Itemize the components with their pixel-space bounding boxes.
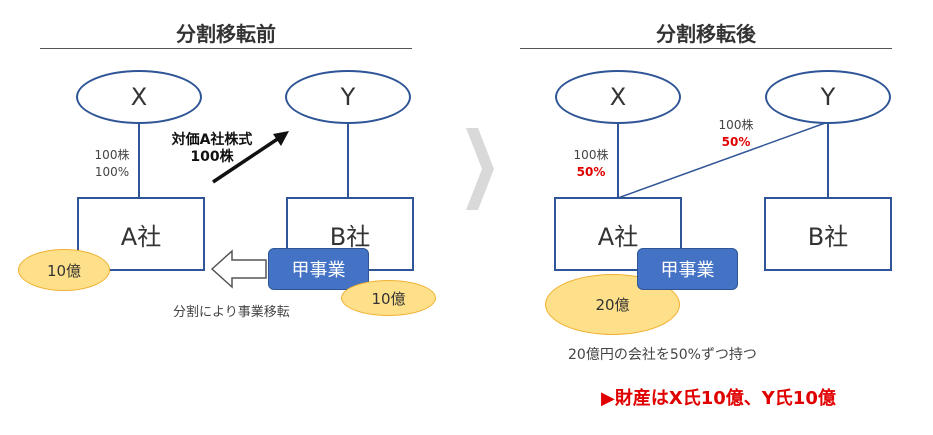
transfer-caption: 分割により事業移転 [173,305,290,320]
before-company-b-label: B社 [329,222,371,251]
before-company-a-asset-label: 10億 [46,261,82,280]
business-transfer-arrow [210,249,267,289]
after-summary: ▶財産はX氏10億、Y氏10億 [601,388,836,409]
before-shareholder-x: X [76,70,202,124]
transition-chevron-shape [466,128,494,210]
after-shareholder-x-label: X [609,83,627,111]
before-company-a-asset: 10億 [18,249,110,291]
after-shareholder-x: X [555,70,681,124]
before-x-to-a-line [138,121,140,199]
before-xa-percent: 100% [94,165,130,179]
before-title: 分割移転前 [176,22,276,46]
after-y-to-a-line [617,121,829,199]
after-ya-holding: 100株 50% [710,117,762,151]
after-ya-percent: 50% [721,135,751,149]
after-title: 分割移転後 [656,22,756,46]
business-transfer-arrow-shape [210,249,267,289]
consideration-label-line1: 対価A社株式 [171,132,253,148]
before-business-asset-label: 10億 [371,289,406,308]
after-xa-shares: 100株 [573,148,609,162]
after-shareholder-y-label: Y [820,83,836,111]
after-company-a-asset-label: 20億 [595,296,630,314]
before-shareholder-y: Y [285,70,411,124]
after-caption: 20億円の会社を50%ずつ持つ [568,347,757,363]
before-xa-holding: 100株 100% [86,147,138,181]
after-company-b-label: B社 [807,222,849,251]
before-title-rule [40,48,412,49]
consideration-arrow-shaft [212,136,280,184]
before-xa-shares: 100株 [94,148,130,162]
before-company-a-label: A社 [120,222,162,251]
after-business-label: 甲事業 [660,260,715,281]
after-ownership-lines [617,121,829,199]
consideration-label-line2: 100株 [190,149,234,165]
after-title-rule [520,48,892,49]
after-xa-holding: 100株 50% [565,147,617,181]
after-business-block: 甲事業 [637,248,738,290]
consideration-arrow-head [273,131,289,146]
before-shareholder-y-label: Y [340,83,356,111]
after-shareholder-y: Y [765,70,891,124]
after-company-a-label: A社 [597,222,639,251]
after-xa-percent: 50% [576,165,606,179]
before-business-block: 甲事業 [268,248,369,290]
consideration-label: 対価A社株式 100株 [162,132,262,166]
before-business-label: 甲事業 [291,260,346,281]
consideration-arrow [212,131,289,184]
after-company-b: B社 [764,197,892,271]
before-shareholder-x-label: X [130,83,148,111]
before-y-to-b-line [347,121,349,199]
before-business-asset: 10億 [341,280,436,316]
after-ya-shares: 100株 [718,118,754,132]
transition-chevron [466,128,494,210]
